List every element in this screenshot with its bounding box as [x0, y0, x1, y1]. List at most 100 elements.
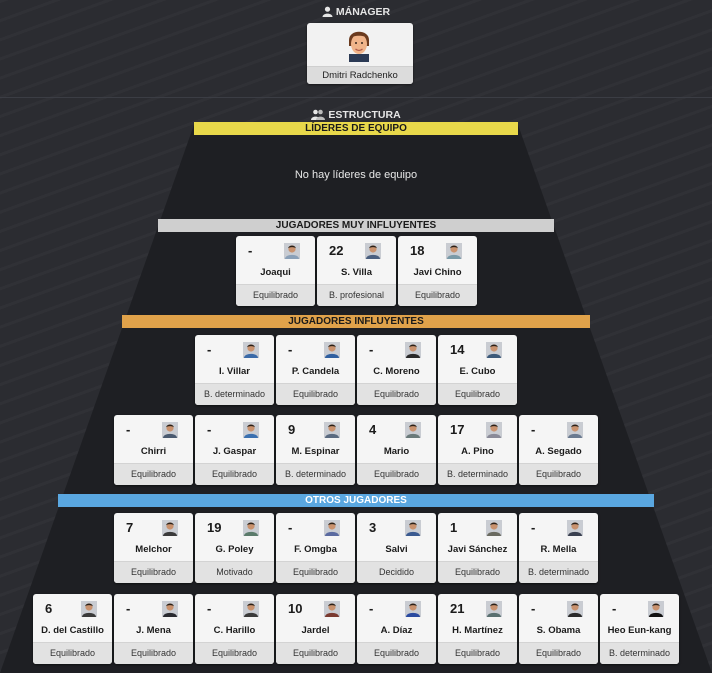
player-photo: [162, 422, 178, 438]
influential-label: JUGADORES INFLUYENTES: [288, 316, 424, 327]
player-name: E. Cubo: [459, 366, 496, 377]
player-status: Equilibrado: [114, 463, 193, 485]
manager-photo: [349, 31, 369, 62]
player-photo: [365, 243, 381, 259]
player-status: B. determinado: [438, 463, 517, 485]
player-number: 19: [207, 520, 222, 535]
player-status: Equilibrado: [519, 463, 598, 485]
player-name: M. Espinar: [291, 446, 340, 457]
divider: [0, 97, 712, 98]
player-status: B. determinado: [600, 642, 679, 664]
manager-name: Dmitri Radchenko: [307, 66, 413, 84]
player-card[interactable]: - Heo Eun-kang B. determinado: [600, 594, 679, 664]
player-name: Javi Sánchez: [447, 544, 508, 555]
player-photo: [162, 601, 178, 617]
player-number: -: [612, 601, 617, 616]
player-number: -: [531, 601, 536, 616]
player-status: Equilibrado: [357, 463, 436, 485]
player-name: J. Mena: [136, 625, 171, 636]
player-photo: [486, 422, 502, 438]
player-number: -: [531, 520, 536, 535]
player-name: A. Pino: [461, 446, 494, 457]
player-number: -: [369, 342, 374, 357]
player-status: Equilibrado: [236, 284, 315, 306]
player-photo: [486, 601, 502, 617]
player-status: Equilibrado: [438, 383, 517, 405]
player-name: P. Candela: [291, 366, 340, 377]
player-name: Joaqui: [260, 267, 291, 278]
player-number: 10: [288, 601, 303, 616]
influential-band: JUGADORES INFLUYENTES: [122, 315, 590, 328]
player-name: C. Moreno: [373, 366, 420, 377]
player-photo: [324, 601, 340, 617]
player-number: 3: [369, 520, 377, 535]
player-photo: [324, 422, 340, 438]
player-status: Equilibrado: [33, 642, 112, 664]
player-card[interactable]: 17 A. Pino B. determinado: [438, 415, 517, 485]
player-status: Equilibrado: [276, 383, 355, 405]
player-name: Javi Chino: [413, 267, 462, 278]
manager-card[interactable]: Dmitri Radchenko: [307, 23, 413, 84]
player-photo: [243, 422, 259, 438]
player-status: Equilibrado: [519, 642, 598, 664]
player-photo: [243, 520, 259, 536]
player-number: 14: [450, 342, 465, 357]
player-photo: [405, 601, 421, 617]
player-number: 21: [450, 601, 465, 616]
player-number: -: [369, 601, 374, 616]
player-name: F. Omgba: [294, 544, 337, 555]
player-name: Salvi: [385, 544, 408, 555]
player-status: Equilibrado: [357, 642, 436, 664]
player-name: Heo Eun-kang: [607, 625, 672, 636]
player-photo: [405, 520, 421, 536]
player-number: -: [531, 422, 536, 437]
player-photo: [486, 520, 502, 536]
player-status: Equilibrado: [195, 463, 274, 485]
player-name: A. Díaz: [380, 625, 413, 636]
player-number: -: [126, 422, 131, 437]
player-name: G. Poley: [215, 544, 254, 555]
player-status: Equilibrado: [114, 561, 193, 583]
player-number: -: [126, 601, 131, 616]
player-number: 17: [450, 422, 465, 437]
player-name: S. Obama: [536, 625, 581, 636]
player-status: Equilibrado: [195, 642, 274, 664]
player-name: S. Villa: [341, 267, 372, 278]
player-photo: [243, 601, 259, 617]
player-name: H. Martínez: [452, 625, 503, 636]
player-number: 18: [410, 243, 425, 258]
player-status: Equilibrado: [114, 642, 193, 664]
player-status: Motivado: [195, 561, 274, 583]
player-photo: [567, 520, 583, 536]
player-name: C. Harillo: [213, 625, 256, 636]
very-influential-label: JUGADORES MUY INFLUYENTES: [275, 220, 437, 231]
player-name: J. Gaspar: [212, 446, 257, 457]
player-number: 6: [45, 601, 53, 616]
player-name: Jardel: [301, 625, 330, 636]
